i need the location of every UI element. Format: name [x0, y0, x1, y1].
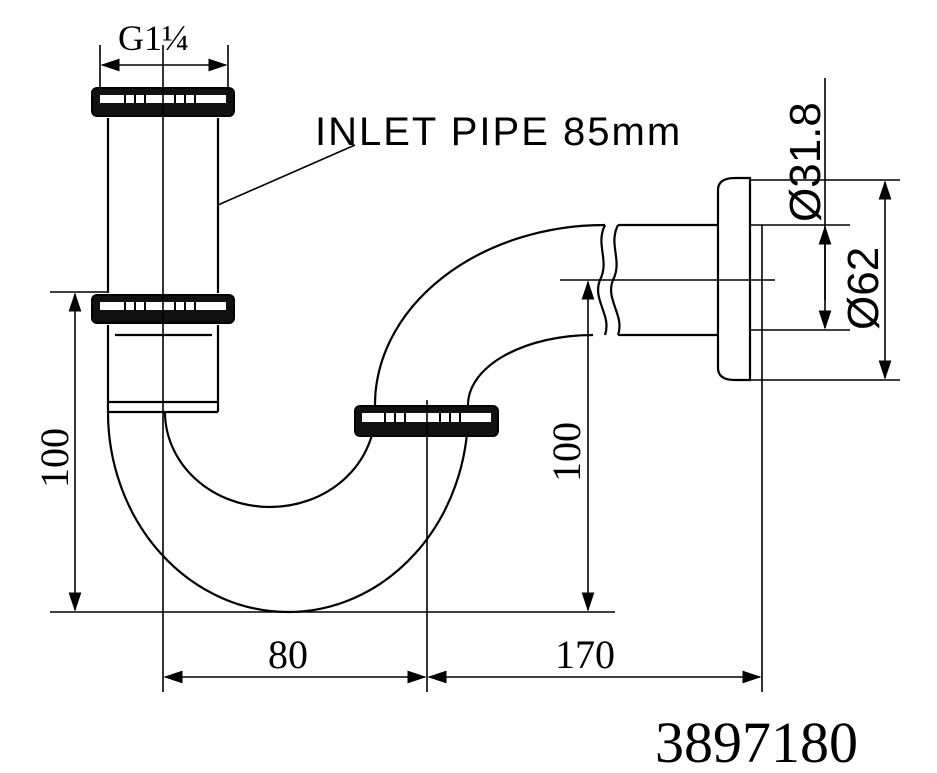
inlet-pipe-label: INLET PIPE 85mm	[315, 110, 682, 154]
outlet-bend	[373, 223, 718, 407]
width-170-dimension: 170	[555, 632, 615, 677]
part-number: 3897180	[655, 710, 858, 773]
left-height-dimension: 100	[32, 428, 77, 488]
u-bend	[106, 411, 470, 614]
dimension-lines	[50, 45, 900, 692]
diameter-31-8-label: Ø31.8	[781, 102, 830, 222]
wall-flange	[716, 176, 752, 382]
thread-size-label: G1¼	[118, 18, 189, 58]
mid-height-dimension: 100	[544, 422, 589, 482]
width-80-dimension: 80	[268, 632, 308, 677]
diameter-62-label: Ø62	[839, 247, 888, 330]
